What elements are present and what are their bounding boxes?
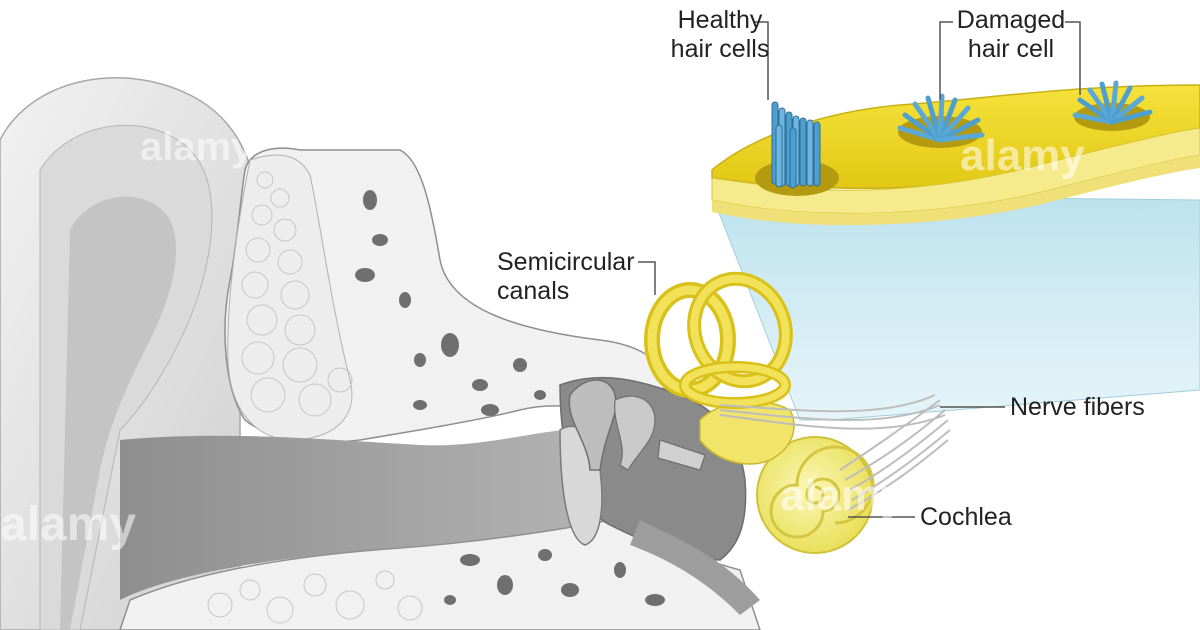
incus xyxy=(614,395,656,471)
leader-damaged-right xyxy=(1065,21,1081,95)
watermark-1: alamy xyxy=(140,125,254,169)
cochlea xyxy=(756,436,875,554)
watermark-3: alamy xyxy=(0,498,136,551)
damaged-hair-cell-1 xyxy=(897,93,985,143)
healthy-hair-cells xyxy=(771,101,821,189)
bone-cavities-lower xyxy=(444,549,665,606)
stapes xyxy=(657,439,706,471)
leader-lines xyxy=(638,21,1081,518)
cartilage-bubbles xyxy=(241,171,353,417)
label-semicircular-canals: Semicircular canals xyxy=(497,248,635,306)
watermarks: alamy alamy alamy alamy xyxy=(0,125,1085,551)
damaged-hair-cell-2 xyxy=(1072,80,1153,125)
label-semicircular-line2: canals xyxy=(497,277,570,305)
cartilage-region xyxy=(227,154,353,441)
malleus xyxy=(568,379,617,471)
label-healthy-line1: Healthy xyxy=(677,6,763,34)
semicircular-canals xyxy=(644,271,793,409)
watermark-2: alamy xyxy=(960,131,1085,180)
ear-canal xyxy=(120,430,600,600)
bone-bubbles-lower xyxy=(207,570,423,624)
bone-cavities-upper xyxy=(355,190,546,416)
leader-semicircular xyxy=(638,261,656,295)
label-damaged-hair-cell: Damaged hair cell xyxy=(955,6,1067,64)
leader-healthy xyxy=(755,21,769,100)
label-nerve-fibers: Nerve fibers xyxy=(1010,393,1145,421)
label-healthy-hair-cells: Healthy hair cells xyxy=(665,6,775,64)
label-semicircular-line1: Semicircular xyxy=(497,248,635,276)
watermark-4: alamy xyxy=(780,471,905,520)
leader-damaged xyxy=(939,21,953,100)
label-damaged-line1: Damaged xyxy=(956,6,1066,34)
label-cochlea: Cochlea xyxy=(920,503,1012,531)
label-damaged-line2: hair cell xyxy=(967,35,1055,63)
label-healthy-line2: hair cells xyxy=(670,35,770,63)
nerve-fibers xyxy=(719,394,951,511)
outer-ear-concha xyxy=(60,196,177,630)
eustachian-tube xyxy=(630,520,760,615)
